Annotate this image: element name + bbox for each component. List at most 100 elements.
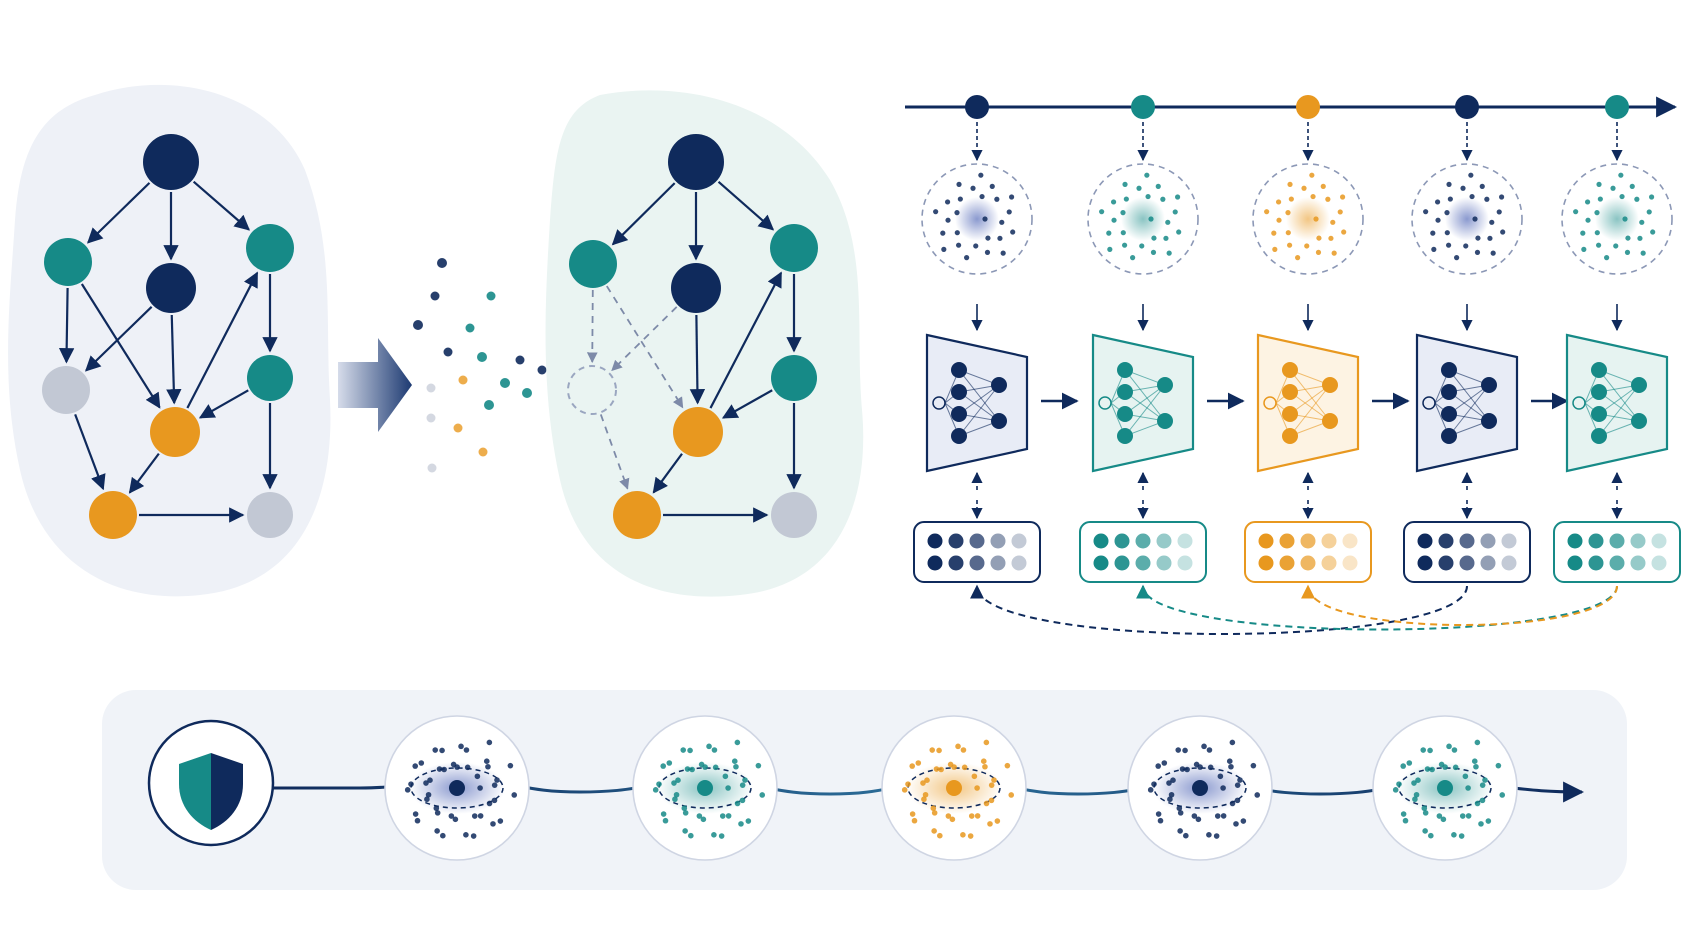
distribution-sample bbox=[1150, 249, 1157, 255]
distribution-sample bbox=[1500, 229, 1506, 235]
encoder-block bbox=[1091, 333, 1195, 473]
stage-sample bbox=[1254, 792, 1261, 798]
source-edge bbox=[74, 413, 106, 491]
distribution-sample bbox=[1341, 229, 1347, 235]
source-node bbox=[44, 238, 92, 286]
distribution-sample bbox=[957, 196, 963, 202]
distribution-sample bbox=[1472, 216, 1478, 222]
stage-boundary bbox=[1153, 767, 1247, 809]
stage-sample bbox=[1474, 800, 1481, 807]
stage-sample bbox=[1177, 828, 1183, 834]
encoder-link bbox=[1289, 369, 1331, 422]
memory-cell bbox=[1114, 555, 1130, 571]
stage-sample bbox=[1228, 763, 1234, 770]
memory-cell bbox=[927, 533, 943, 549]
encoder-link bbox=[1124, 384, 1166, 437]
stage-sample bbox=[433, 805, 440, 812]
distribution-sample bbox=[1484, 196, 1490, 202]
encoder-neuron bbox=[991, 413, 1007, 429]
memory-cell bbox=[1258, 555, 1274, 571]
distribution-sample bbox=[1624, 249, 1631, 255]
reconstructed-node bbox=[673, 407, 723, 457]
source-edge bbox=[84, 306, 153, 372]
stage-sample bbox=[660, 811, 667, 817]
stage-sample bbox=[483, 758, 490, 764]
memory-bank bbox=[1079, 521, 1207, 583]
distribution-sample bbox=[1597, 196, 1603, 202]
transition-arrow bbox=[338, 338, 412, 432]
reconstructed-node bbox=[613, 491, 661, 539]
memory-cell bbox=[1321, 533, 1337, 549]
distribution-sample bbox=[984, 249, 991, 255]
encoder-neuron bbox=[1481, 413, 1497, 429]
distribution-center bbox=[1286, 197, 1330, 241]
stage-sample bbox=[434, 810, 441, 816]
distribution-sample bbox=[1339, 194, 1346, 200]
stage-sample bbox=[439, 747, 445, 754]
stage-sample bbox=[1400, 763, 1407, 769]
encoder-link bbox=[1598, 391, 1640, 422]
stage-sample bbox=[961, 764, 968, 771]
stage-sample bbox=[731, 758, 738, 764]
stage-sample bbox=[1226, 758, 1233, 764]
stage-sample bbox=[1195, 816, 1202, 823]
memory-cell bbox=[1588, 533, 1604, 549]
stage-sample bbox=[1240, 818, 1247, 824]
distribution-sample bbox=[1320, 183, 1326, 189]
distribution-sample bbox=[944, 199, 951, 205]
encoder-neuron bbox=[951, 362, 967, 378]
encoder-block bbox=[1256, 333, 1360, 473]
distribution-sample bbox=[1646, 209, 1652, 215]
stage-sample bbox=[1413, 791, 1420, 798]
source-node bbox=[246, 224, 294, 272]
memory-cell bbox=[1300, 533, 1316, 549]
stage-sample bbox=[494, 777, 500, 783]
stage-sample bbox=[660, 763, 667, 769]
memory-cell bbox=[1630, 533, 1646, 549]
distribution-sample bbox=[1144, 172, 1150, 178]
memory-cell bbox=[1501, 555, 1517, 571]
memory-cell bbox=[1609, 533, 1625, 549]
encoder-network bbox=[925, 333, 1029, 473]
distribution-sample bbox=[1160, 196, 1166, 202]
protection-stage bbox=[632, 715, 778, 861]
stage-sample bbox=[662, 817, 669, 824]
timeline-node bbox=[1605, 95, 1629, 119]
distribution-sample bbox=[973, 243, 979, 249]
reconstructed-edge bbox=[689, 314, 706, 405]
stage-sample bbox=[909, 811, 916, 817]
encoder-block bbox=[1565, 333, 1669, 473]
distribution-center bbox=[1445, 197, 1489, 241]
encoder-neuron bbox=[1282, 384, 1298, 400]
encoder-neuron bbox=[1117, 406, 1133, 422]
source-edge bbox=[166, 314, 182, 405]
stage-sample bbox=[1428, 832, 1434, 839]
distribution-sample bbox=[1584, 199, 1591, 205]
distribution-sample bbox=[1468, 172, 1474, 178]
stage-sample bbox=[1206, 832, 1212, 838]
distribution-sample bbox=[1430, 230, 1436, 236]
encoder-neuron bbox=[1441, 384, 1457, 400]
stage-sample bbox=[425, 791, 432, 798]
encoder-neuron bbox=[1157, 377, 1173, 393]
reconstructed-edge bbox=[709, 271, 783, 409]
encoder-link bbox=[1289, 391, 1331, 422]
memory-bank bbox=[1553, 521, 1681, 583]
encoder-link bbox=[958, 384, 1000, 415]
distribution-sample bbox=[1573, 209, 1579, 215]
stage-sample bbox=[1402, 817, 1409, 824]
stage-sample bbox=[1214, 813, 1221, 819]
encoder-link bbox=[1124, 369, 1166, 422]
reconstructed-edge bbox=[599, 414, 630, 490]
stage-sample bbox=[733, 763, 739, 770]
scatter-dot bbox=[413, 320, 423, 330]
distribution-sample bbox=[1444, 230, 1450, 236]
stage-sample bbox=[452, 816, 459, 823]
stage-sample bbox=[1170, 777, 1176, 784]
scatter-dot bbox=[453, 423, 463, 433]
distribution-sample bbox=[1490, 250, 1496, 256]
stage-sample bbox=[454, 764, 460, 770]
scatter-dot bbox=[465, 323, 475, 333]
memory-cell bbox=[1651, 555, 1667, 571]
distribution-sample bbox=[945, 217, 951, 223]
